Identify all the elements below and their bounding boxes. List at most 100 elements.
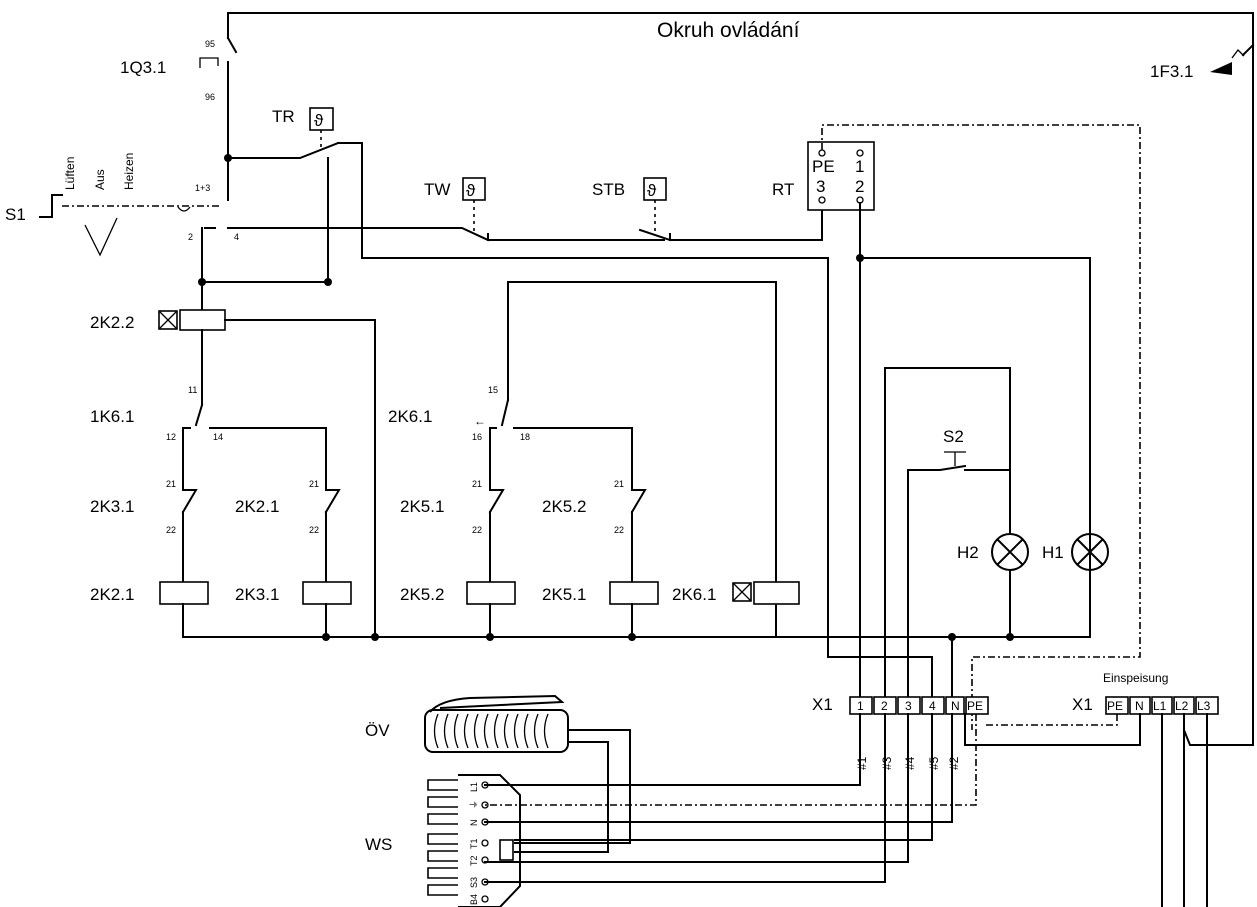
pin-22-a: 22: [166, 525, 176, 535]
pe-dotted-conductor: [821, 124, 1141, 730]
tr-contact: [227, 141, 340, 159]
tw-theta-icon: ϑ: [466, 181, 476, 200]
ws-terminal-earth: [481, 801, 489, 809]
middle-bus: [507, 281, 777, 638]
rt-1-label: 1: [855, 157, 864, 176]
junction-dot: [324, 278, 332, 286]
rt-terminal-1: [856, 149, 864, 157]
wire-3: [484, 713, 886, 883]
fuse-actuator: [1231, 49, 1245, 59]
feed-l1-label: L1: [1153, 699, 1167, 713]
s2-wire: [907, 464, 967, 698]
tr-label: TR: [272, 107, 295, 126]
k261-coil: [753, 581, 800, 605]
k52-contact: [630, 489, 647, 514]
pin-14: 14: [213, 432, 223, 442]
h1-supply-wire: [859, 257, 1091, 638]
wire-2: [484, 713, 953, 823]
wire-to-tw: [231, 227, 490, 242]
ws-t2-label: T2: [469, 855, 479, 866]
q-breaker-contact: [226, 36, 238, 54]
k52-coil: [466, 581, 516, 605]
junction-dot: [856, 254, 864, 262]
wire-label-2: #2: [947, 756, 961, 770]
feed-n-wire: [964, 713, 1141, 746]
stb-contact: [638, 228, 672, 242]
wire-stb-rt: [669, 204, 823, 241]
x1-control-terminals: 1 2 3 4 N PE: [849, 696, 989, 715]
k31-label: 2K3.1: [90, 497, 134, 516]
fuse-contact: [1241, 43, 1255, 57]
ws-s3-label: S3: [469, 877, 479, 888]
ws-t1-label: T1: [469, 838, 479, 849]
ws-terminal-t1: [481, 839, 489, 847]
x1-feed-terminals: PE N L1 L2 L3: [1105, 696, 1219, 715]
pin-21-b: 21: [309, 479, 319, 489]
k261-cross-icon: [732, 582, 752, 602]
diagram-title: Okruh ovládání: [657, 19, 800, 42]
pin-95: 95: [205, 39, 215, 49]
junction-dot: [486, 633, 494, 641]
junction-dot: [371, 633, 379, 641]
x1-terminal-n: [945, 696, 965, 715]
k261-contact: [500, 398, 510, 427]
h2-supply-wire: [884, 367, 1011, 698]
s1-actuator: [39, 194, 63, 218]
pin-21-c: 21: [472, 479, 482, 489]
ws-terminal-n: [481, 818, 489, 826]
pin-4: 4: [234, 232, 239, 242]
feed-pe-wire: [985, 714, 1118, 726]
x1-terminal-pe: [965, 696, 989, 715]
k22-label: 2K2.2: [90, 313, 134, 332]
ov-wire-a: [514, 729, 631, 844]
x1-4-wire: [827, 656, 933, 698]
pin-15: 15: [488, 385, 498, 395]
einspeisung-label: Einspeisung: [1103, 671, 1168, 685]
pin-21-d: 21: [614, 479, 624, 489]
wire-label-3: #3: [880, 756, 894, 770]
k261-delay-icon: ←: [474, 414, 486, 428]
s1-position-aus: Aus: [93, 169, 107, 190]
ws-terminal-s3: [481, 878, 489, 886]
feed-l-return: [1182, 728, 1219, 746]
fuse-arrow-icon: [1210, 62, 1232, 75]
k31-coil: [302, 581, 352, 605]
h1-label: H1: [1042, 543, 1064, 562]
k21coil-label: 2K2.1: [90, 585, 134, 604]
k61-no-wire: [209, 427, 327, 491]
feed-n-label: N: [1135, 699, 1144, 713]
k21-label: 2K2.1: [235, 497, 279, 516]
pin-22-d: 22: [614, 525, 624, 535]
k61-label: 1K6.1: [90, 407, 134, 426]
wire-label-4: #4: [903, 756, 917, 770]
s2-label: S2: [943, 427, 964, 446]
k22-coil: [179, 309, 226, 331]
ws-l1-label: L1: [469, 782, 479, 792]
ws-socket-icon: [427, 774, 521, 907]
ws-terminal-b4: [481, 895, 489, 903]
ws-n-label: N: [469, 820, 479, 827]
rt-terminal-3: [818, 196, 826, 204]
x1-terminal-pe-label: PE: [967, 699, 983, 713]
ws-terminal-t2: [481, 856, 489, 864]
rt-2-label: 2: [855, 177, 864, 196]
k22-cross-icon: [158, 310, 178, 330]
s1-handle: [84, 217, 118, 257]
feed-pe-label: PE: [1107, 699, 1123, 713]
rt-3-label: 3: [816, 177, 825, 196]
ws-terminal-l1: [481, 781, 489, 789]
rt-pe-label: PE: [812, 157, 835, 176]
k21-coil: [159, 581, 209, 605]
fuse-label: 1F3.1: [1150, 62, 1193, 81]
pin-18: 18: [520, 432, 530, 442]
pin-11: 11: [188, 385, 197, 395]
k31coil-label: 2K3.1: [235, 585, 279, 604]
wire-label-5: #5: [927, 756, 941, 770]
s1-label: S1: [5, 205, 26, 224]
tr-theta-icon: ϑ: [314, 111, 324, 130]
stb-label: STB: [592, 180, 625, 199]
pin-22-b: 22: [309, 525, 319, 535]
wire-4: [484, 713, 909, 863]
